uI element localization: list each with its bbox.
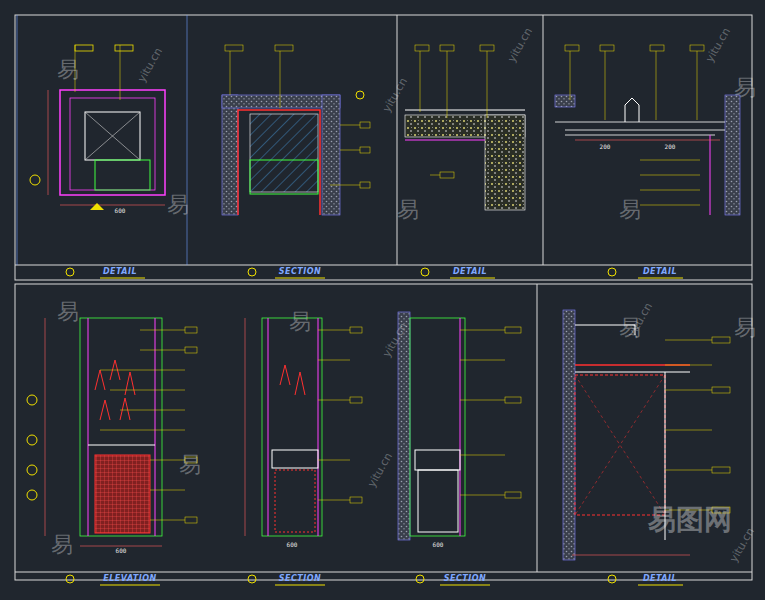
- watermark: yitu.cn: [728, 526, 756, 564]
- view-title: SECTION: [279, 575, 322, 583]
- watermark: yitu.cn: [704, 26, 732, 64]
- watermark: 易: [619, 199, 641, 221]
- watermark: yitu.cn: [381, 76, 409, 114]
- watermark: 易: [734, 77, 756, 99]
- view-title: DETAIL: [453, 268, 487, 276]
- view-title: DETAIL: [643, 575, 677, 583]
- dimension: 600: [115, 208, 126, 214]
- view-title: DETAIL: [643, 268, 677, 276]
- dimension: 600: [116, 548, 127, 554]
- dimension: 200: [665, 144, 676, 150]
- view-title: SECTION: [444, 575, 487, 583]
- watermark: 易: [289, 311, 311, 333]
- dimension: 600: [287, 542, 298, 548]
- watermark: 易: [734, 317, 756, 339]
- watermark: 易: [397, 199, 419, 221]
- watermark: 易: [167, 194, 189, 216]
- watermark: 易: [179, 454, 201, 476]
- watermark: yitu.cn: [506, 26, 534, 64]
- view-title: SECTION: [279, 268, 322, 276]
- dimension: 200: [600, 144, 611, 150]
- watermark: 易: [57, 59, 79, 81]
- dimension: 600: [433, 542, 444, 548]
- watermark: yitu.cn: [136, 46, 164, 84]
- watermark: yitu.cn: [381, 321, 409, 359]
- view-title: DETAIL: [103, 268, 137, 276]
- view-title: ELEVATION: [103, 575, 157, 583]
- watermark: 易: [57, 301, 79, 323]
- watermark: yitu.cn: [366, 451, 394, 489]
- watermark: 易图网: [648, 506, 732, 534]
- watermark: 易: [51, 534, 73, 556]
